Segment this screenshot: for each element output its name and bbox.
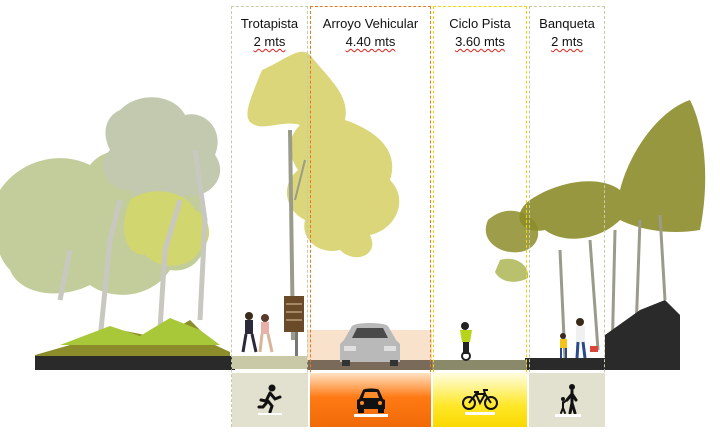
lane-label: Trotapista (240, 16, 299, 31)
lane-jogging: Trotapista 2 mts (231, 6, 308, 427)
tile-bike (433, 373, 527, 427)
lane-width: 3.60 mts (455, 34, 505, 49)
lane-width: 4.40 mts (345, 34, 396, 49)
lane-label: Banqueta (539, 16, 595, 31)
right-trees (485, 100, 706, 361)
tile-jogging (232, 373, 308, 427)
lane-label: Ciclo Pista (449, 16, 511, 31)
pedestrian-child-icon (555, 384, 581, 417)
bike-lane-surface (432, 360, 527, 370)
left-trees (0, 97, 221, 341)
tile-sidewalk (529, 373, 605, 427)
lane-bike: Ciclo Pista 3.60 mts (433, 6, 527, 427)
bicycle-icon (462, 389, 498, 415)
jogging-path-surface (232, 356, 307, 369)
family-walking (560, 318, 598, 359)
right-ground (525, 358, 610, 370)
lane-vehicular: Arroyo Vehicular 4.40 mts (310, 6, 431, 427)
joggers (241, 312, 274, 353)
right-hill (605, 300, 680, 370)
cyclist (460, 322, 472, 361)
lane-label: Arroyo Vehicular (322, 16, 419, 31)
car-icon (354, 388, 388, 417)
left-ground (35, 356, 235, 370)
left-grass (60, 318, 220, 345)
tile-vehicular (310, 373, 431, 427)
road-surface (307, 360, 432, 370)
runner-icon (257, 384, 282, 415)
sign-post (284, 296, 304, 356)
lane-width: 2 mts (551, 34, 583, 49)
lane-sidewalk: Banqueta 2 mts (529, 6, 605, 427)
car (340, 323, 400, 366)
lane-width: 2 mts (253, 34, 286, 49)
